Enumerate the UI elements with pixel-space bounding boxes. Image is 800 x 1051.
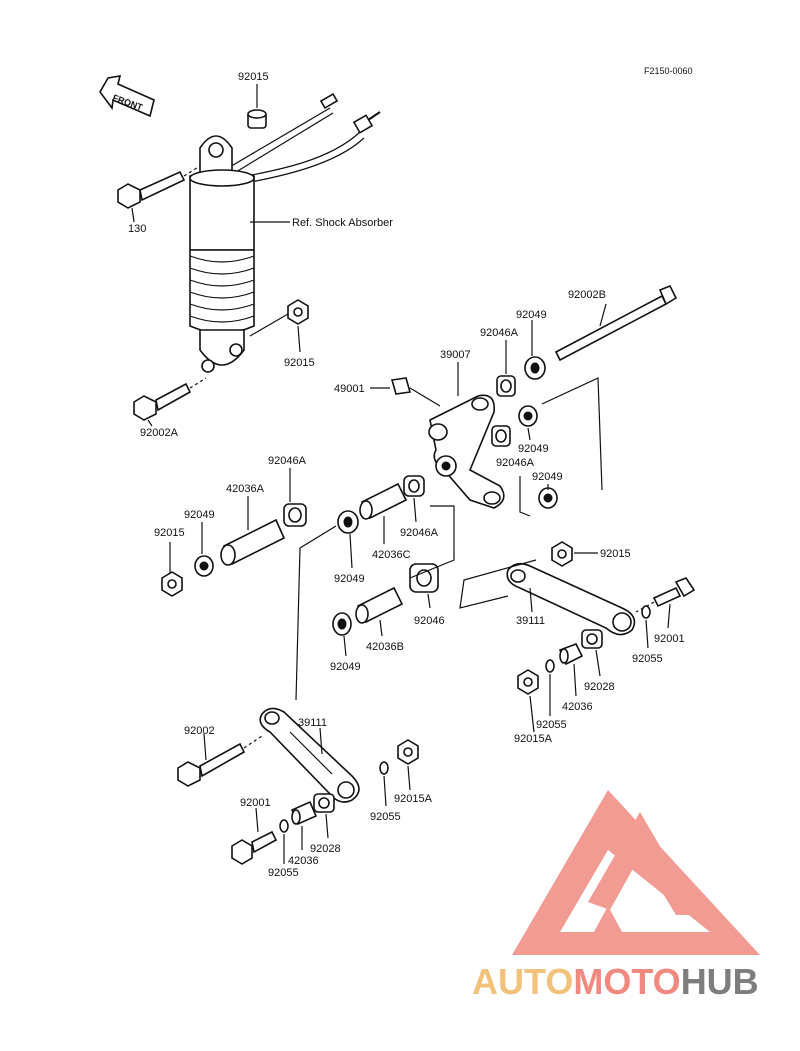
label-92049-left: 92049	[184, 509, 215, 521]
oring-92055-left	[379, 761, 389, 775]
sleeve-42036-left	[290, 800, 318, 826]
label-92049-b: 92049	[518, 443, 549, 455]
washer-92049-low	[332, 612, 352, 636]
collar-92028-left	[313, 793, 335, 813]
bushing-92046A-left	[283, 503, 307, 527]
label-92028-left: 92028	[310, 843, 341, 855]
washer-92049-c	[538, 487, 558, 509]
bolt-92002	[177, 735, 263, 787]
label-92046A-center: 92046A	[400, 527, 439, 539]
label-92015-mid: 92015	[284, 357, 315, 369]
figure-code: F2150-0060	[644, 66, 693, 76]
collar-92028-right	[581, 629, 603, 649]
label-92046: 92046	[414, 615, 445, 627]
label-92015A-right: 92015A	[514, 733, 553, 745]
nut-92015A-right	[517, 669, 539, 695]
label-92001-left: 92001	[240, 797, 271, 809]
label-39111-left: 39111	[298, 717, 327, 729]
bolt-92001-left	[231, 830, 278, 865]
tie-rod-39111-left	[259, 707, 360, 803]
washer-92049-a	[524, 356, 546, 380]
label-42036-left: 42036	[288, 855, 319, 867]
watermark-brand: AUTOMOTOHUB	[472, 961, 759, 1002]
label-92049-a: 92049	[516, 309, 547, 321]
sleeve-42036A	[220, 518, 286, 566]
label-42036C: 42036C	[372, 549, 411, 561]
label-92002: 92002	[184, 725, 215, 737]
sleeve-42036-right	[558, 642, 584, 666]
label-92046A-b: 92046A	[496, 457, 535, 469]
tie-rod-39111-right	[506, 562, 636, 636]
watermark-logo-icon	[512, 790, 760, 955]
label-42036-right: 42036	[562, 701, 593, 713]
label-92046A-a: 92046A	[480, 327, 519, 339]
nut-92015-mid	[287, 299, 309, 325]
bolt-130	[117, 165, 201, 209]
bolt-92002A	[133, 377, 207, 421]
oring-92055-right	[641, 605, 651, 619]
label-92015-left: 92015	[154, 527, 185, 539]
label-92055-left-2: 92055	[268, 867, 299, 879]
label-92001-right: 92001	[654, 633, 685, 645]
shock-ref-label: Ref. Shock Absorber	[292, 217, 393, 229]
rocker-arm-39007	[428, 394, 505, 509]
oring-92055-left-2	[279, 819, 289, 833]
label-92046A-left: 92046A	[268, 455, 307, 467]
bolt-92001-right	[635, 577, 696, 613]
label-42036A: 42036A	[226, 483, 265, 495]
washer-92049-b	[518, 405, 538, 427]
label-39111-right: 39111	[516, 615, 545, 627]
nut-92015-top	[247, 109, 267, 129]
front-arrow-icon: FRONT	[99, 75, 155, 118]
label-92055-right-2: 92055	[536, 719, 567, 731]
washer-92049-center	[337, 510, 359, 534]
label-92028-right: 92028	[584, 681, 615, 693]
shock-absorber	[189, 92, 381, 373]
label-130: 130	[128, 223, 146, 235]
label-92055-right: 92055	[632, 653, 663, 665]
label-92055-left: 92055	[370, 811, 401, 823]
label-49001: 49001	[334, 383, 365, 395]
oring-92055-right-2	[545, 659, 555, 673]
washer-92049-left	[194, 555, 214, 577]
label-92002A: 92002A	[140, 427, 179, 439]
sleeve-42036C	[359, 482, 408, 520]
bushing-92046A-b	[491, 425, 511, 447]
label-92049-center: 92049	[334, 573, 365, 585]
nut-92015A-left	[397, 739, 419, 765]
sleeve-42036B	[355, 586, 404, 624]
nut-92015-right	[551, 541, 573, 567]
label-92002B: 92002B	[568, 289, 606, 301]
bushing-92046A-a	[496, 375, 516, 397]
nut-92015-left	[161, 571, 183, 597]
label-92049-c: 92049	[532, 471, 563, 483]
grease-nipple-49001	[390, 377, 441, 407]
bolt-92002B	[554, 284, 678, 362]
label-42036B: 42036B	[366, 641, 404, 653]
label-92015-top: 92015	[238, 71, 269, 83]
label-92015-right: 92015	[600, 548, 631, 560]
label-92015A-left: 92015A	[394, 793, 433, 805]
bushing-92046A-center	[403, 475, 425, 497]
label-92049-low: 92049	[330, 661, 361, 673]
label-39007: 39007	[440, 349, 471, 361]
